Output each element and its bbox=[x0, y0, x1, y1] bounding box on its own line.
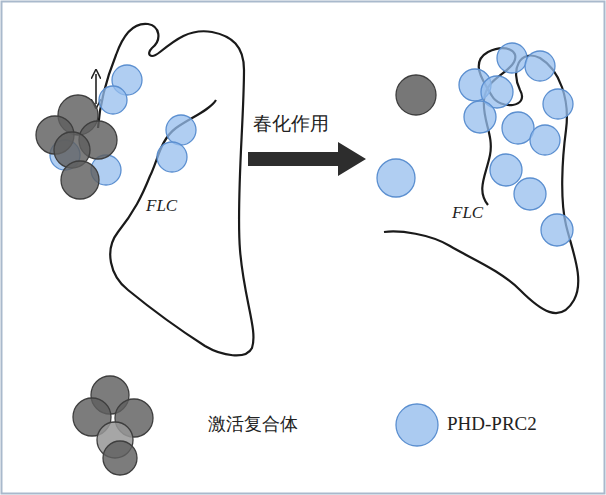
gene-label: FLC bbox=[452, 203, 483, 223]
transcription-arrow bbox=[95, 74, 97, 104]
legend-text: PHD-PRC2 bbox=[447, 413, 537, 436]
legend-activation-complex bbox=[73, 376, 153, 475]
activation-complex-left bbox=[36, 95, 117, 199]
legend-swatch bbox=[396, 404, 438, 446]
flc-chromatin bbox=[98, 24, 253, 356]
legend-text: 激活复合体 bbox=[208, 413, 298, 435]
gene-label: FLC bbox=[146, 196, 177, 216]
process-label: 春化作用 bbox=[253, 112, 329, 135]
process-arrow bbox=[248, 142, 366, 176]
phd-prc2-right bbox=[377, 43, 573, 246]
activation-complex-released bbox=[396, 75, 436, 115]
